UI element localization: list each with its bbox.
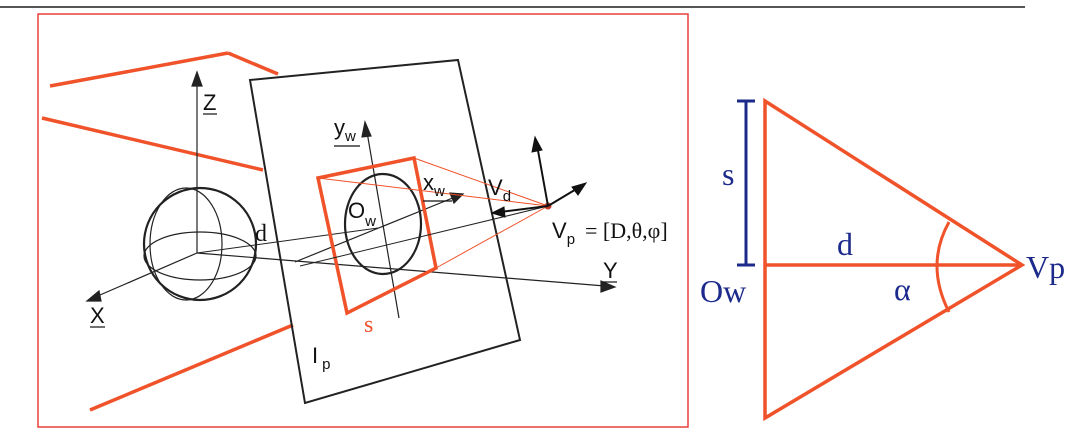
ray-1	[317, 177, 549, 207]
viewpoint-frame	[490, 135, 588, 218]
axis-z-arrow	[191, 70, 203, 87]
label-yw-base: y	[334, 115, 345, 140]
label-vd-sub: d	[503, 188, 511, 205]
vd-arrow-head	[490, 206, 506, 218]
label-ip-base: I	[312, 343, 318, 368]
label-vp-formula: = [D,θ,φ]	[585, 218, 668, 243]
label-origin: Ow	[700, 273, 746, 309]
label-vp-base: V	[552, 218, 567, 243]
scene-line-top	[49, 51, 229, 88]
world-axes	[85, 70, 617, 302]
axis-yw-line	[366, 131, 400, 319]
label-ip-sub: p	[322, 356, 330, 373]
label-y: Y	[603, 258, 618, 283]
window-circle	[343, 172, 423, 276]
size-bracket	[737, 99, 755, 267]
projection-rays	[317, 157, 549, 269]
label-xw: xw	[423, 170, 445, 200]
label-xw-base: x	[423, 170, 434, 195]
label-z: Z	[203, 90, 216, 115]
vp-arrow-up	[536, 144, 549, 207]
label-yw-sub: w	[344, 128, 356, 145]
label-xw-sub: w	[433, 183, 445, 200]
left-diagram-frame	[37, 13, 689, 428]
label-viewpoint: Vp	[1026, 249, 1065, 285]
label-x: X	[90, 303, 105, 328]
label-s: s	[364, 312, 373, 338]
label-vd: Vd	[488, 175, 511, 205]
view-triangle	[763, 97, 1026, 422]
label-vp-sub: p	[567, 231, 575, 248]
distance-line	[196, 227, 379, 254]
projection-window	[315, 155, 438, 316]
ray-3	[435, 205, 549, 269]
axis-x-line	[92, 252, 198, 299]
sphere-equator	[143, 231, 257, 281]
scene-lines	[41, 51, 294, 412]
label-size: s	[722, 156, 734, 192]
label-distance: d	[837, 226, 853, 262]
axis-y-arrow	[600, 280, 617, 293]
plane-axes	[294, 119, 465, 319]
image-plane	[248, 58, 522, 405]
vd-arrow	[499, 205, 549, 213]
label-vd-base: V	[488, 175, 503, 200]
angle-arc	[935, 221, 951, 313]
axis-x-arrow	[85, 289, 102, 302]
label-yw: yw	[334, 115, 356, 145]
label-angle: α	[894, 271, 911, 307]
scene-line-top-2	[227, 51, 279, 76]
view-line	[299, 205, 549, 267]
right-diagram: s d α Ow Vp	[700, 97, 1065, 422]
label-vp: Vp	[552, 218, 575, 248]
sphere	[142, 186, 258, 302]
sphere-meridian	[149, 187, 223, 301]
axis-xw-line	[294, 196, 456, 263]
axis-yw-arrow	[361, 119, 372, 138]
label-ow-sub: w	[364, 213, 376, 230]
scene-line-mid	[41, 116, 264, 172]
vp-arrow-up-head	[531, 135, 543, 153]
label-ow: Ow	[348, 198, 376, 230]
scene-line-bottom	[89, 323, 294, 412]
label-ow-base: O	[348, 198, 365, 223]
ray-2	[413, 157, 549, 207]
label-d: d	[255, 221, 267, 247]
vp-arrow-right-head	[571, 182, 588, 196]
vp-arrow-right	[547, 187, 579, 207]
sphere-outline	[142, 186, 258, 302]
